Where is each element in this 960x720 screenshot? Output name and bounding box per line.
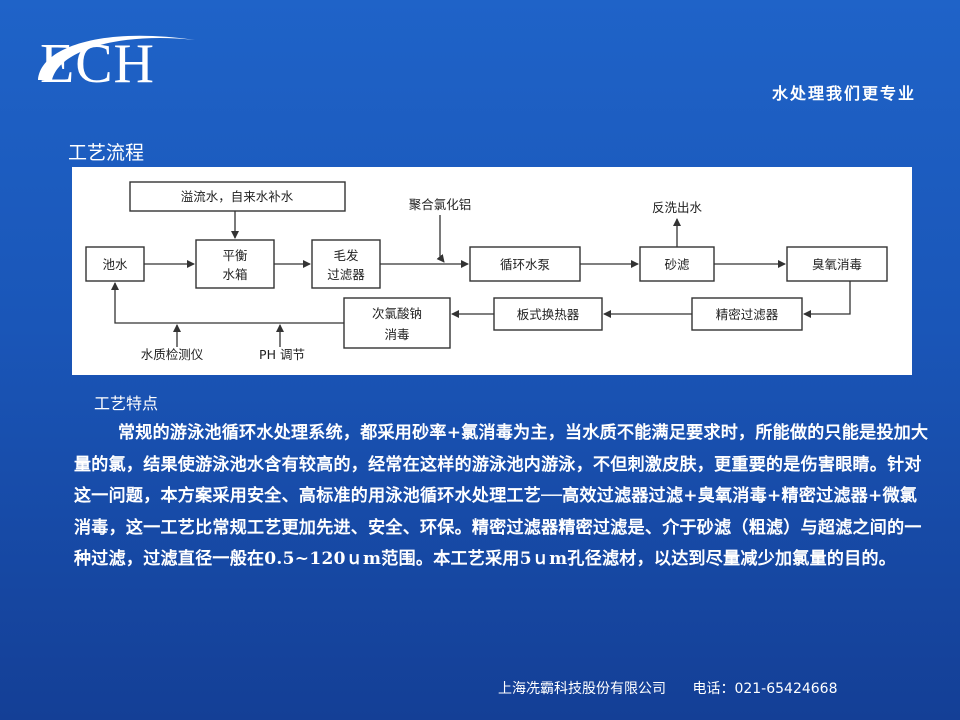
ech-logo [38,35,195,80]
node-precision-filter [691,297,803,331]
arrow-ozone-to-precision [803,281,851,318]
node-circ-pump-label: 循环水泵 [500,257,550,272]
ph-adjust-label: PH 调节 [259,347,305,362]
node-hypochlorite-label-1: 次氯酸钠 [372,306,422,321]
node-plate-hx-label: 板式换热器 [517,307,580,322]
node-precision-filter-label: 精密过滤器 [716,307,779,322]
process-flow-diagram: 池水 溢流水，自来水补水 平衡 水箱 毛发 过滤器 聚合氯化铝 循环水泵 反洗出… [72,167,912,375]
water-quality-label: 水质检测仪 [141,347,204,362]
node-hair-filter-label-1: 毛发 [333,248,359,263]
section-title: 工艺流程 [68,142,145,164]
node-circ-pump [469,246,581,282]
node-plate-hx [493,297,603,331]
footer: 上海冼霸科技股份有限公司 电话：021-65424668 [498,678,837,698]
arrow-return-to-pool [111,282,344,324]
node-hair-filter-label-2: 过滤器 [327,267,365,282]
node-sand-filter [639,246,715,282]
node-ozone-label: 臭氧消毒 [812,257,862,272]
node-overflow-label: 溢流水，自来水补水 [181,189,294,204]
footer-phone: 电话：021-65424668 [692,681,838,697]
node-sand-filter-label: 砂滤 [664,257,690,272]
logo-text: ECH [40,33,155,95]
node-hair-filter [311,239,381,289]
node-hypochlorite-label-2: 消毒 [384,327,409,342]
pac-label: 聚合氯化铝 [409,197,472,212]
footer-company: 上海冼霸科技股份有限公司 [498,681,666,697]
logo-swoosh [38,35,195,80]
node-balance-tank-label-2: 水箱 [222,267,247,282]
backwash-label: 反洗出水 [652,200,703,215]
description-text: 常规的游泳池循环水处理系统，都采用砂率+氯消毒为主，当水质不能满足要求时，所能做… [74,423,929,569]
node-overflow [129,181,346,212]
arrow-pac-dosing [436,215,445,263]
node-balance-tank-label-1: 平衡 [222,248,247,263]
node-hypochlorite [343,297,451,349]
node-ozone [786,246,888,282]
slogan: 水处理我们更专业 [771,84,916,103]
features-title: 工艺特点 [94,394,159,413]
node-pool-water [85,246,145,282]
node-pool-water-label: 池水 [102,257,128,272]
